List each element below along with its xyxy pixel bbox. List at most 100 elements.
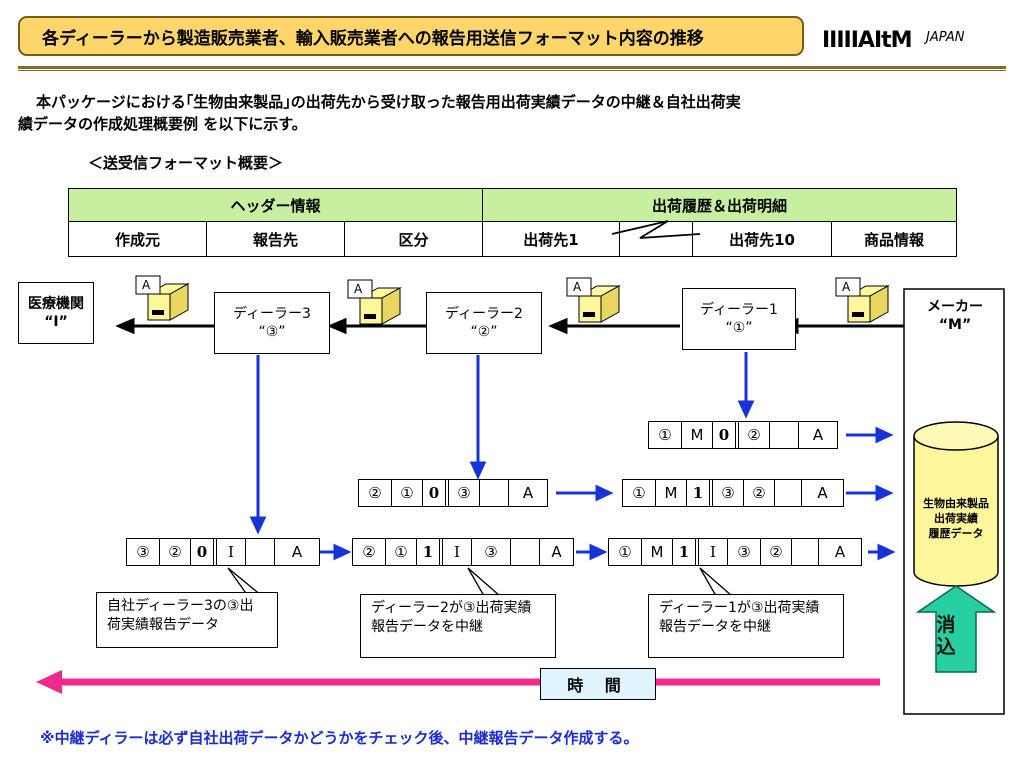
report-arrow-d3-head bbox=[249, 516, 267, 535]
report-arrow-d2-head bbox=[469, 461, 487, 480]
relay-arrow bbox=[595, 484, 614, 502]
entity-name: 医療機関 bbox=[28, 296, 84, 312]
entity-name: ディーラー1 bbox=[700, 302, 778, 318]
callout-dealer2-relay: ディーラー2が③出荷実績報告データを中継 bbox=[360, 594, 556, 658]
col-product-info: 商品情報 bbox=[831, 221, 957, 257]
sequence-d1-out: ① M 0 ② A bbox=[648, 421, 838, 449]
package-icon bbox=[347, 279, 402, 325]
entity-dealer2: ディーラー2 “②” bbox=[426, 292, 542, 354]
consume-label-line: 込 bbox=[936, 636, 956, 658]
package-label: A bbox=[842, 280, 851, 294]
seq-cell: ② bbox=[739, 422, 770, 448]
entity-dealer1: ディーラー1 “①” bbox=[682, 288, 796, 350]
entity-code: “③” bbox=[258, 324, 286, 340]
seq-cell: 0 bbox=[423, 480, 449, 506]
callout-dealer1-relay: ディーラー1が③出荷実績報告データを中継 bbox=[648, 594, 844, 658]
seq-cell: ① bbox=[649, 422, 682, 448]
seq-cell: ③ bbox=[728, 539, 761, 565]
database-label-line: 履歴データ bbox=[928, 527, 984, 540]
relay-arrow bbox=[875, 484, 894, 502]
logo-region: JAPAN bbox=[926, 30, 965, 45]
sequence-d3-out: ③ ② 0 I A bbox=[126, 538, 320, 566]
entity-dealer3: ディーラー3 “③” bbox=[214, 292, 330, 354]
col-ship-to-1: 出荷先1 bbox=[482, 221, 620, 257]
format-heading: ＜送受信フォーマット概要＞ bbox=[88, 154, 284, 172]
header-info-group: ヘッダー情報 bbox=[68, 188, 483, 222]
package-label: A bbox=[354, 282, 363, 296]
seq-cell: ② bbox=[744, 480, 775, 506]
time-label: 時 間 bbox=[540, 668, 656, 700]
sequence-d3-relay1: ① M 1 I ③ ② A bbox=[608, 538, 862, 566]
relay-arrow bbox=[589, 543, 608, 561]
entity-code: “I” bbox=[44, 314, 68, 330]
package-label: A bbox=[573, 280, 582, 294]
seq-cell: A bbox=[817, 484, 828, 502]
seq-cell: ② bbox=[353, 539, 386, 565]
seq-cell: 1 bbox=[673, 539, 699, 565]
package-icon bbox=[835, 277, 890, 323]
seq-cell: ③ bbox=[713, 480, 744, 506]
seq-cell: ② bbox=[160, 539, 191, 565]
entity-code: “②” bbox=[470, 324, 498, 340]
ship-arrow-d2-d3-head bbox=[327, 317, 347, 335]
company-logo: IIIIIAItM bbox=[822, 28, 913, 53]
seq-cell: ③ bbox=[449, 480, 480, 506]
page-title: 各ディーラーから製造販売業者、輸入販売業者への報告用送信フォーマット内容の推移 bbox=[18, 16, 804, 56]
seq-cell: 0 bbox=[713, 422, 739, 448]
col-ellipsis bbox=[619, 221, 693, 257]
shipment-history-group: 出荷履歴＆出荷明細 bbox=[482, 188, 957, 222]
seq-cell: ① bbox=[609, 539, 642, 565]
seq-cell: M bbox=[642, 539, 673, 565]
entity-medical: 医療機関 “I” bbox=[18, 282, 94, 344]
seq-cell: A bbox=[834, 543, 846, 561]
seq-cell bbox=[770, 422, 799, 448]
seq-cell: 0 bbox=[191, 539, 217, 565]
sequence-d2-out: ② ① 0 ③ A bbox=[358, 479, 548, 507]
seq-cell: M bbox=[682, 422, 713, 448]
seq-cell: 1 bbox=[687, 480, 713, 506]
database-label-line: 出荷実績 bbox=[934, 512, 978, 525]
package-label: A bbox=[142, 278, 151, 292]
footnote: ※中継ディラーは必ず自社出荷データかどうかをチェック後、中継報告データ作成する。 bbox=[40, 729, 639, 747]
ship-arrow-d3-med-head bbox=[115, 317, 135, 335]
package-icon bbox=[135, 275, 190, 321]
entity-name: ディーラー3 bbox=[233, 306, 311, 322]
col-ship-to-10: 出荷先10 bbox=[692, 221, 832, 257]
seq-cell: I bbox=[443, 539, 472, 565]
seq-cell: A bbox=[291, 543, 303, 561]
entity-name: メーカー bbox=[927, 299, 983, 315]
relay-arrow bbox=[333, 543, 352, 561]
report-arrow-d1-head bbox=[737, 400, 755, 419]
seq-cell: ② bbox=[761, 539, 792, 565]
consume-label: 消 込 bbox=[928, 614, 964, 658]
sequence-d2-relay: ① M 1 ③ ② A bbox=[622, 479, 844, 507]
relay-arrow bbox=[875, 426, 894, 444]
database-label-line: 生物由来製品 bbox=[923, 497, 989, 510]
seq-cell: I bbox=[217, 539, 246, 565]
database-label: 生物由来製品 出荷実績 履歴データ bbox=[914, 496, 998, 541]
sequence-d3-relay2: ② ① 1 I ③ A bbox=[352, 538, 574, 566]
relay-arrow bbox=[877, 543, 896, 561]
seq-cell: A bbox=[522, 484, 534, 502]
seq-cell: ① bbox=[386, 539, 417, 565]
format-table: ヘッダー情報 出荷履歴＆出荷明細 作成元 報告先 区分 出荷先1 出荷先10 商… bbox=[68, 188, 957, 257]
seq-cell: A bbox=[812, 426, 824, 444]
seq-cell: I bbox=[699, 539, 728, 565]
seq-cell bbox=[480, 480, 509, 506]
intro-text-line2: 績データの作成処理概要例 を以下に示す。 bbox=[18, 115, 307, 133]
package-icon bbox=[566, 277, 621, 323]
seq-cell bbox=[511, 539, 540, 565]
seq-cell: ① bbox=[392, 480, 423, 506]
time-arrow-head bbox=[36, 670, 62, 694]
seq-cell: A bbox=[551, 543, 562, 561]
entity-maker: メーカー “M” bbox=[912, 298, 998, 334]
entity-code: “M” bbox=[938, 317, 972, 333]
package-icons bbox=[135, 275, 890, 325]
intro-text-line1: 本パッケージにおける｢生物由来製品｣の出荷先から受け取った報告用出荷実績データの… bbox=[36, 93, 741, 111]
seq-cell bbox=[792, 539, 819, 565]
entity-code: “①” bbox=[725, 320, 753, 336]
header-rule-thin bbox=[18, 70, 1006, 71]
col-creator: 作成元 bbox=[68, 221, 207, 257]
col-report-to: 報告先 bbox=[206, 221, 345, 257]
